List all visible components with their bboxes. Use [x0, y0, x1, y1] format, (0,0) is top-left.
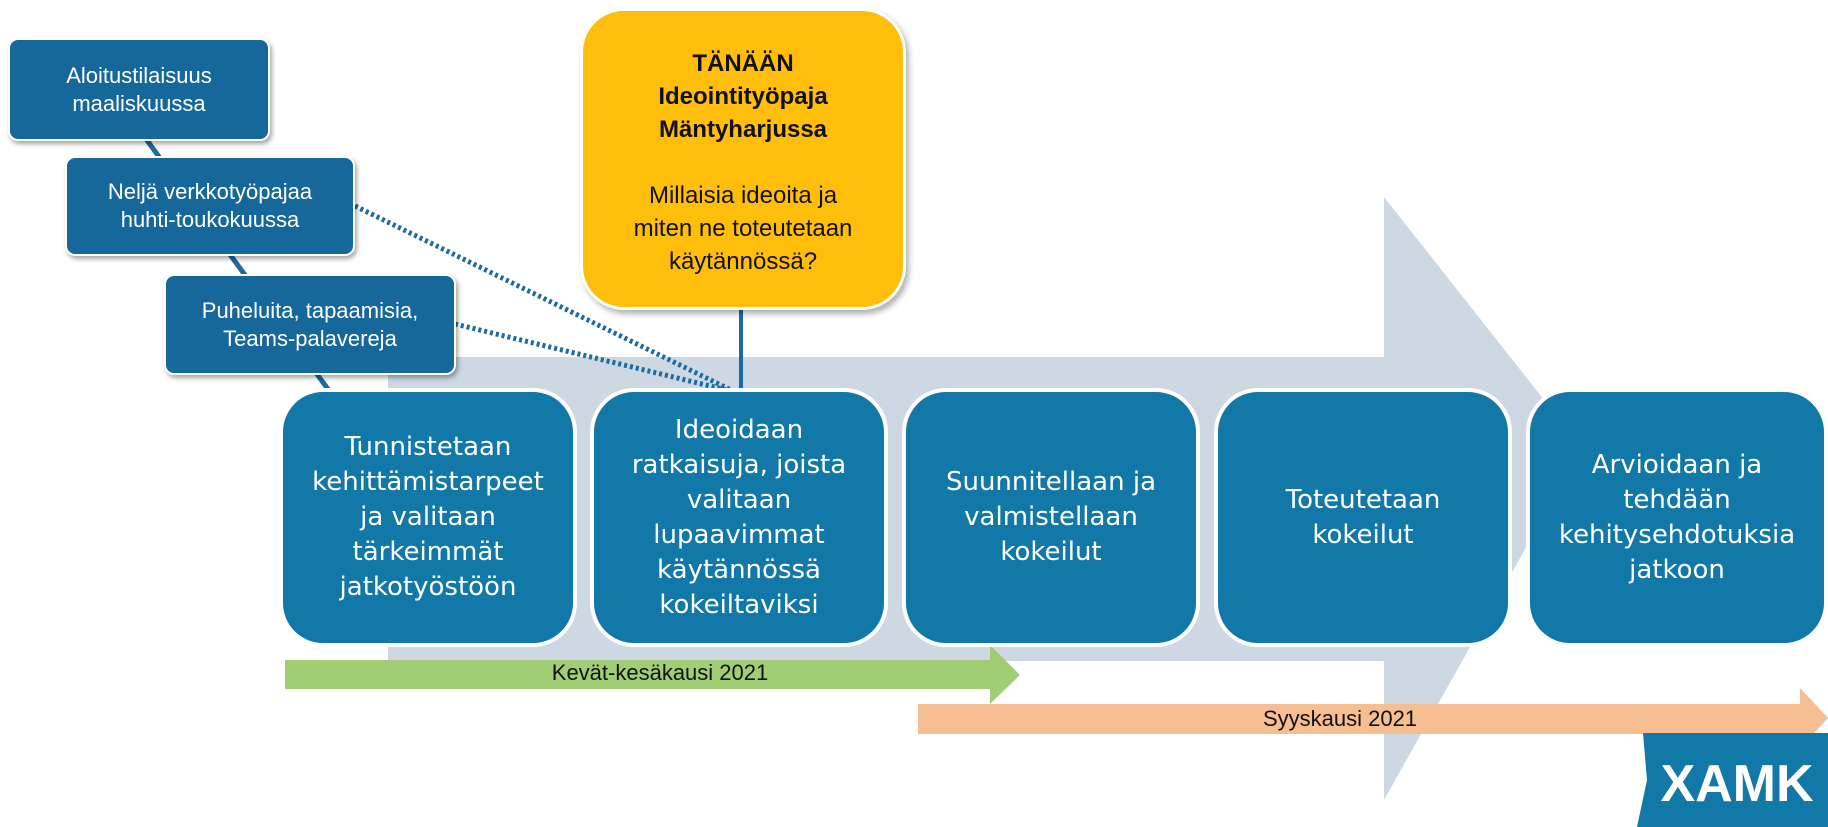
xamk-logo: XAMK: [1637, 733, 1828, 827]
spring-period-label: Kevät-kesäkausi 2021: [551, 660, 769, 685]
side-box-kickoff: Aloitustilaisuus maaliskuussa: [8, 38, 270, 141]
connector-dotted-2: [454, 321, 736, 395]
autumn-period-label: Syyskausi 2021: [1262, 706, 1418, 731]
step-1: Tunnistetaan kehittämistarpeet ja valita…: [279, 388, 577, 647]
today-location: Mäntyharjussa: [658, 116, 828, 143]
spring-period-arrow: [285, 645, 1020, 704]
step-3: Suunnitellaan ja valmistellaan kokeilut: [902, 388, 1200, 647]
xamk-logo-text: XAMK: [1660, 755, 1814, 813]
step-5: Arvioidaan ja tehdään kehitysehdotuksia …: [1526, 388, 1828, 647]
side-box-workshops: Neljä verkkotyöpajaa huhti-toukokuussa: [65, 156, 355, 256]
side-box-meetings: Puheluita, tapaamisia, Teams-palavereja: [164, 274, 456, 375]
today-question: Millaisia ideoita ja miten ne toteutetaa…: [633, 182, 853, 275]
step-4: Toteutetaan kokeilut: [1214, 388, 1512, 647]
step-2: Ideoidaan ratkaisuja, joista valitaan lu…: [590, 388, 888, 647]
today-box: TÄNÄÄN Ideointityöpaja Mäntyharjussa Mil…: [580, 8, 906, 310]
today-event: Ideointityöpaja: [658, 83, 828, 110]
today-title: TÄNÄÄN: [692, 50, 794, 77]
autumn-period-arrow: [918, 688, 1828, 748]
connector-dotted-1: [353, 203, 737, 395]
